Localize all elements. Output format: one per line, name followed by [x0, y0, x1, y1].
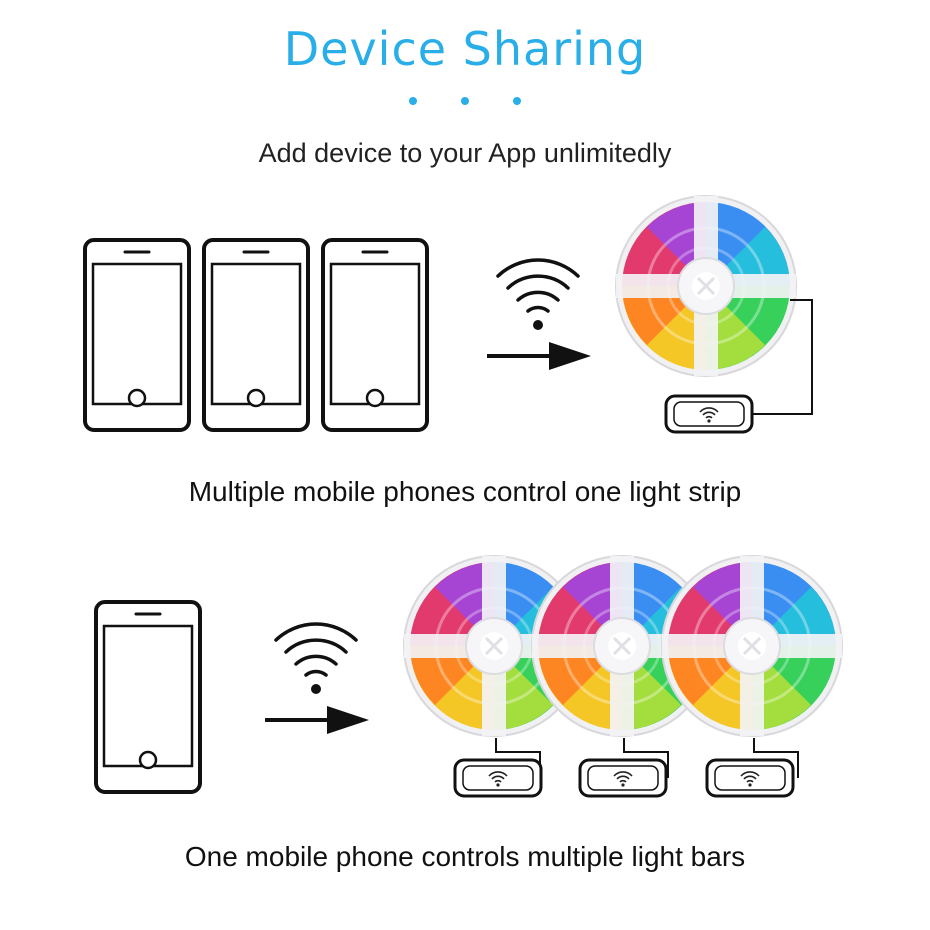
decor-dot: [513, 97, 521, 105]
controller-icon: [453, 758, 543, 798]
arrow-right-icon: [485, 340, 593, 372]
scenario-1-illustration: [83, 194, 813, 434]
controller-cable: [623, 738, 669, 778]
arrow-right-icon: [263, 704, 371, 736]
decor-dot: [461, 97, 469, 105]
phone-icon: [202, 238, 310, 432]
page-title: Device Sharing: [283, 22, 647, 76]
scenario-2-illustration: [94, 554, 844, 798]
led-strip-reel-icon: [660, 554, 844, 738]
wifi-icon: [496, 258, 580, 332]
page-subtitle: Add device to your App unlimitedly: [258, 138, 672, 168]
phone-icon: [321, 238, 429, 432]
controller-icon: [578, 758, 668, 798]
controller-icon: [664, 394, 754, 434]
controller-icon: [705, 758, 795, 798]
phone-icon: [94, 600, 202, 794]
controller-cable: [753, 738, 799, 778]
title-dots: [0, 92, 930, 110]
wifi-icon: [274, 622, 358, 696]
phone-icon: [83, 238, 191, 432]
scenario-2-caption: One mobile phone controls multiple light…: [184, 841, 746, 872]
led-strip-reel-icon: [614, 194, 798, 378]
controller-cable: [750, 299, 813, 415]
decor-dot: [409, 97, 417, 105]
scenario-1-caption: Multiple mobile phones control one light…: [188, 476, 742, 507]
